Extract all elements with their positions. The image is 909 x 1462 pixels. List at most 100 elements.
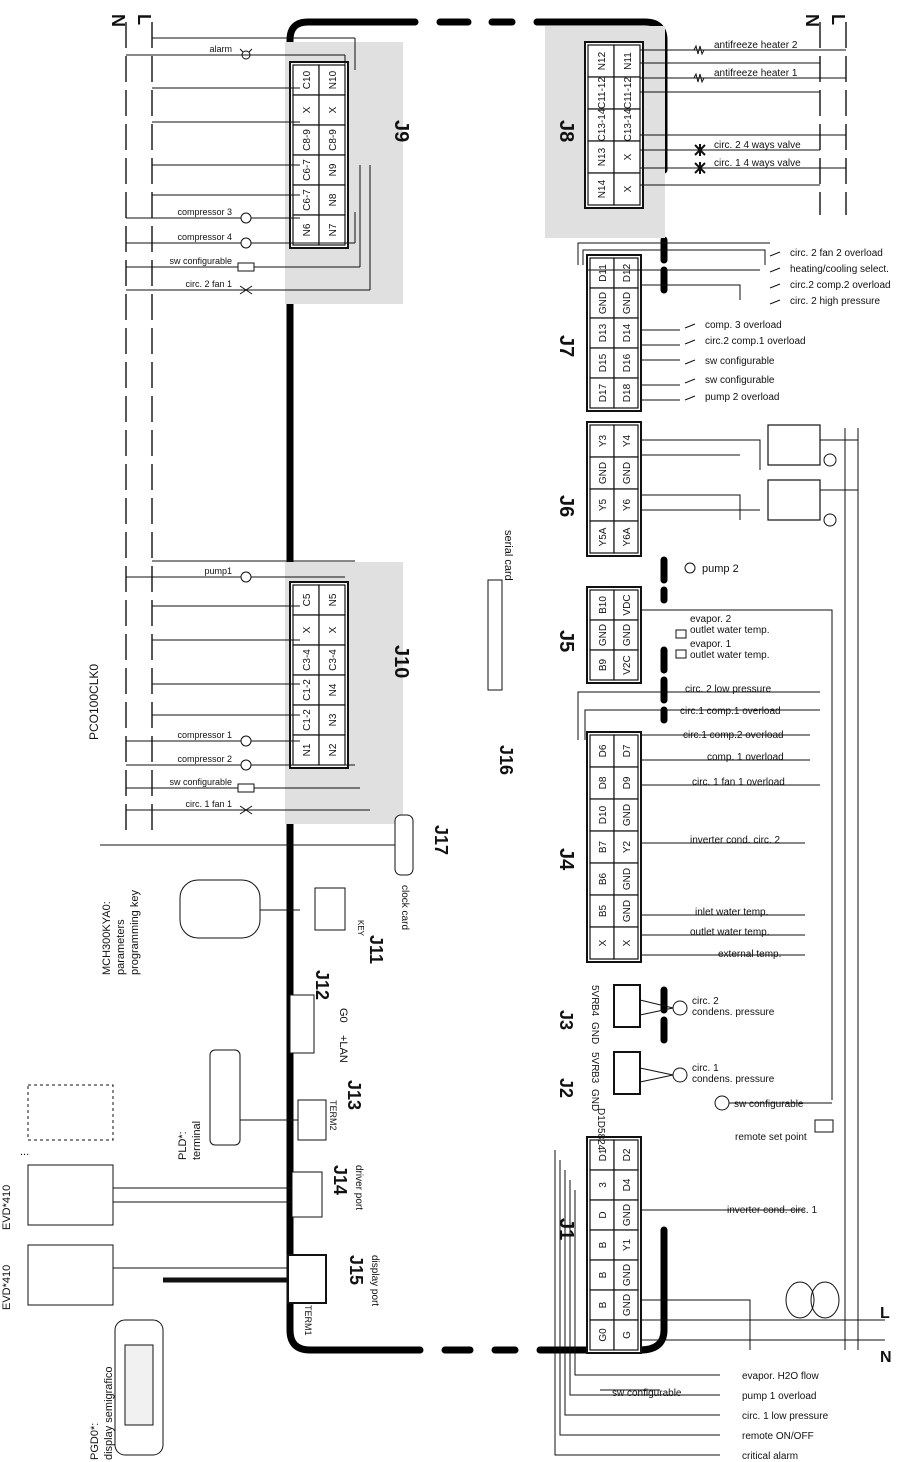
pin-cell: [613, 347, 639, 379]
pin-cell: [613, 424, 639, 458]
pin-label: GND: [622, 868, 633, 890]
pin-cell: [613, 894, 639, 928]
j3-label: J3: [556, 1010, 576, 1030]
input-label: circ. 2 fan 2 overload: [790, 248, 883, 259]
pin-label: C6-7: [302, 189, 313, 211]
pgd-part: PGD0*:: [89, 1423, 101, 1460]
load-label: antifreeze heater 2: [714, 40, 798, 51]
load-label: circ. 2 4 ways valve: [714, 140, 801, 151]
pin-label: C3-4: [328, 649, 339, 671]
j15-sub: display port: [369, 1255, 380, 1306]
pin-label: Y5A: [598, 527, 609, 546]
pin-label: Y6: [622, 498, 633, 511]
connector-label-j7: J7: [555, 335, 577, 357]
input-label: circ. 1 fan 1 overload: [692, 777, 785, 788]
j1-input-4: remote ON/OFF: [742, 1431, 814, 1442]
evd-dashed-icon: [27, 1084, 114, 1141]
j6-contactors: [767, 424, 837, 527]
load-label: sw configurable: [169, 777, 232, 787]
pin-label: D10: [598, 805, 609, 824]
serial-card-label: serial card: [502, 530, 514, 581]
j14-label: J14: [330, 1165, 350, 1195]
j2-label-1: circ. 1: [692, 1063, 719, 1074]
pin-cell: [613, 926, 639, 960]
pin-label: B: [598, 1241, 609, 1248]
pin-label: D16: [622, 353, 633, 372]
pin-label: D11: [598, 264, 609, 282]
pin-label: Y4: [622, 434, 633, 447]
pin-label: Y3: [598, 434, 609, 447]
pin-label: D15: [598, 353, 609, 372]
rail-label-n-right: N: [802, 14, 822, 27]
pin-label: C11-12: [597, 77, 608, 109]
evd-part-2: EVD*410: [1, 1265, 13, 1310]
fan-icon: [239, 805, 253, 815]
box-icon: [237, 262, 255, 272]
connector-label-j6: J6: [555, 495, 577, 517]
pin-label: X: [623, 185, 634, 192]
pin-label: D: [598, 1211, 609, 1218]
pld-terminal-icon: [209, 1049, 241, 1146]
connector-label-j5: J5: [555, 630, 577, 652]
motor-icon: [240, 759, 252, 771]
motor-icon: [240, 237, 252, 249]
key-connector-text: KEY: [356, 920, 365, 937]
input-label: circ.1 comp.2 overload: [683, 730, 784, 741]
pin-label: C3-4: [302, 649, 313, 671]
load-label: alarm: [209, 44, 232, 54]
programming-key-icon: [179, 879, 261, 939]
pin-label: N14: [597, 179, 608, 198]
pin-cell: [318, 214, 346, 246]
pin-label: D18: [622, 383, 633, 402]
pin-label: N5: [328, 593, 339, 606]
pin-label: D9: [622, 776, 633, 789]
pin-cell: [613, 1319, 639, 1351]
pin-label: C1-2: [302, 679, 313, 701]
contactor-2-icon: [767, 479, 821, 521]
j12-pin-lan: +LAN: [337, 1035, 349, 1063]
pin-label: GND: [622, 1204, 633, 1226]
lamp-icon: [239, 48, 253, 60]
j13-text: TERM2: [328, 1100, 338, 1131]
pin-cell: [292, 64, 320, 96]
j5-labels: evapor. 2 outlet water temp. evapor. 1 o…: [690, 614, 769, 661]
j15-label: J15: [346, 1255, 366, 1285]
connector-label-j9: J9: [390, 120, 412, 142]
pin-cell: [589, 1259, 615, 1291]
pin-cell: [613, 44, 641, 78]
pin-cell: [613, 1169, 639, 1201]
pin-label: D17: [598, 383, 609, 402]
pin-label: X: [302, 626, 313, 633]
pin-label: C13-14: [597, 108, 608, 141]
pin-cell: [318, 584, 346, 616]
pin-cell: [613, 589, 639, 621]
pin-cell: [589, 520, 615, 554]
pin-label: GND: [598, 624, 609, 646]
pin-label: GND: [622, 900, 633, 922]
pin-label: C1-2: [302, 709, 313, 731]
input-label: pump 2 overload: [705, 392, 780, 403]
pin-label: GND: [622, 1294, 633, 1316]
j3-j2-sensors: [639, 999, 834, 1133]
input-label: inverter cond. circ. 2: [690, 835, 780, 846]
connector-label-j1: J1: [555, 1218, 577, 1240]
pin-label: GND: [622, 292, 633, 314]
pin-label: X: [622, 939, 633, 946]
pin-label: N7: [328, 223, 339, 236]
pin-label: D12: [622, 263, 633, 282]
pin-label: X: [328, 626, 339, 633]
pin-label: Y2: [622, 840, 633, 853]
pin-cell: [613, 1139, 639, 1171]
rail-label-l-bottom: L: [880, 1305, 890, 1322]
pin-label: B9: [598, 658, 609, 671]
pin-cell: [318, 184, 346, 216]
input-label: outlet water temp.: [690, 927, 769, 938]
pin-cell: [589, 1199, 615, 1231]
fan-icon: [239, 285, 253, 295]
